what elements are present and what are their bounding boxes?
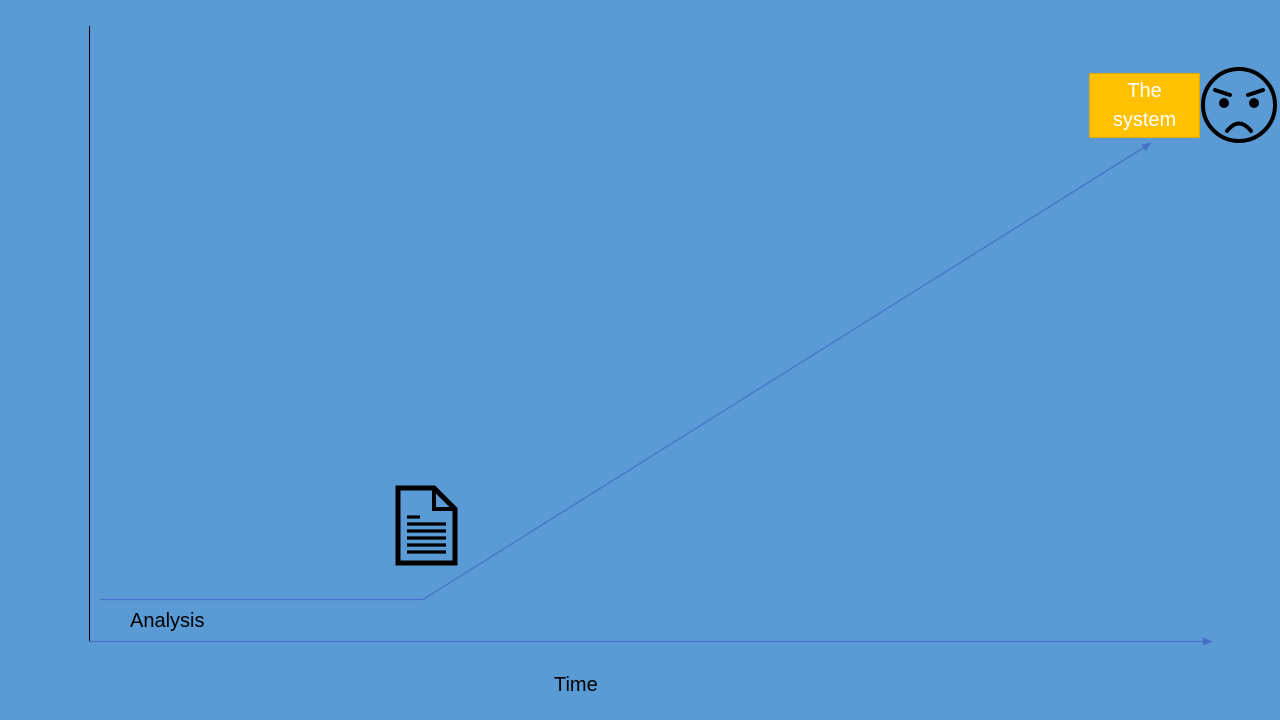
system-box: The system (1089, 73, 1200, 138)
system-box-line-2: system (1112, 108, 1177, 131)
x-axis-label: Time (554, 674, 598, 696)
angry-face-icon (1201, 67, 1277, 143)
trend-line (100, 142, 1152, 601)
document-icon (395, 485, 458, 566)
analysis-label: Analysis (130, 610, 205, 632)
system-box-line-1: The (1127, 79, 1162, 102)
